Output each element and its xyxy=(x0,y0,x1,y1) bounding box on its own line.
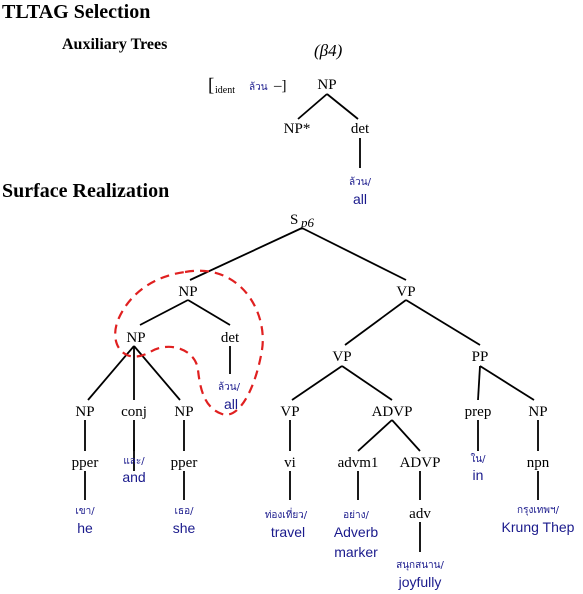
advm1-node: advm1 xyxy=(338,455,379,471)
conj-node: conj xyxy=(121,404,147,420)
heading-surface-realization: Surface Realization xyxy=(2,180,169,202)
aux-det-thai: ล้วน/ xyxy=(349,176,372,188)
pp-node: PP xyxy=(472,349,489,365)
she-thai: เธอ/ xyxy=(175,506,195,517)
npn-node: npn xyxy=(527,455,550,471)
pper-he: pper xyxy=(72,455,99,471)
adverb-eng-1: Adverb xyxy=(334,524,379,540)
ident-feature: [ ident ล้วน –] xyxy=(208,75,287,96)
np-place: NP xyxy=(528,404,547,420)
he-thai: เขา/ xyxy=(75,506,95,517)
ident-thai: ล้วน xyxy=(249,81,268,93)
and-eng: and xyxy=(122,469,145,485)
heading-auxiliary-trees: Auxiliary Trees xyxy=(62,36,167,53)
adverb-thai: อย่าง/ xyxy=(343,510,369,521)
det-eng: all xyxy=(224,396,238,412)
vp-low: VP xyxy=(280,404,299,420)
she-eng: she xyxy=(173,520,196,536)
joy-thai: สนุกสนาน/ xyxy=(396,560,444,571)
kt-thai: กรุงเทพฯ/ xyxy=(517,505,560,516)
adv-node: adv xyxy=(409,506,431,522)
adjunction-highlight xyxy=(114,269,264,416)
aux-det-eng: all xyxy=(353,191,367,207)
vp-top: VP xyxy=(396,284,415,300)
travel-thai: ท่องเที่ยว/ xyxy=(265,507,308,521)
tree-edges xyxy=(84,227,539,552)
pper-she: pper xyxy=(171,455,198,471)
he-eng: he xyxy=(77,520,93,536)
vp-mid: VP xyxy=(332,349,351,365)
np-he: NP xyxy=(75,404,94,420)
in-thai: ใน/ xyxy=(470,453,486,465)
root-s: S xyxy=(290,212,298,228)
heading-tltag-selection: TLTAG Selection xyxy=(2,1,150,23)
det-thai: ล้วน/ xyxy=(218,381,241,393)
ident-bracket-open: [ xyxy=(208,75,214,96)
root-s-sub: p6 xyxy=(300,215,315,230)
vi-node: vi xyxy=(284,455,296,471)
prep-node: prep xyxy=(465,404,492,420)
ident-label: ident xyxy=(215,85,235,96)
aux-det: det xyxy=(351,121,370,137)
np-inner: NP xyxy=(126,330,145,346)
ident-bracket-close: –] xyxy=(273,78,287,94)
np-top: NP xyxy=(178,284,197,300)
and-thai: และ/ xyxy=(123,456,145,467)
in-eng: in xyxy=(473,467,484,483)
kt-eng: Krung Thep xyxy=(502,519,575,535)
np-she: NP xyxy=(174,404,193,420)
joy-eng: joyfully xyxy=(398,574,442,590)
aux-np-root: NP xyxy=(317,77,336,93)
beta-label: (β4) xyxy=(314,41,343,60)
travel-eng: travel xyxy=(271,524,305,540)
aux-np-foot: NP* xyxy=(284,121,311,137)
adverb-eng-2: marker xyxy=(334,544,378,560)
det-node: det xyxy=(221,330,240,346)
aux-edges xyxy=(297,93,361,168)
advp-node: ADVP xyxy=(372,404,413,420)
advp-inner: ADVP xyxy=(400,455,441,471)
